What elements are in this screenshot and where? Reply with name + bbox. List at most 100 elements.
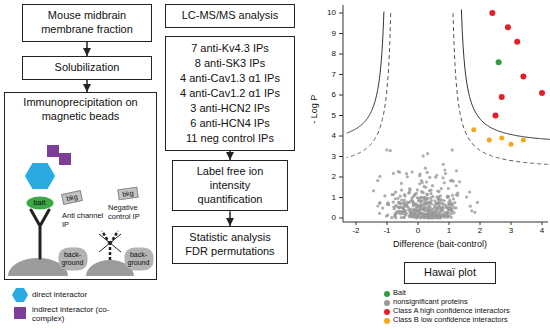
protein-point bbox=[443, 181, 446, 184]
protein-point bbox=[444, 206, 447, 209]
box-text: 11 neg control IPs bbox=[170, 131, 290, 146]
swatch-shape bbox=[384, 300, 390, 306]
bait-protein: bait bbox=[26, 196, 54, 210]
part-text: back-ground bbox=[58, 251, 88, 266]
protein-point bbox=[416, 210, 419, 213]
box-text: LC-MS/MS analysis bbox=[170, 9, 290, 23]
legend-swatch bbox=[14, 307, 26, 319]
part-text: bkg bbox=[121, 189, 133, 198]
protein-point bbox=[398, 210, 401, 213]
box-text: 4 anti-Cav1.2 α1 IPs bbox=[170, 86, 290, 101]
protein-point bbox=[420, 199, 423, 202]
tick-label: -2 bbox=[347, 226, 365, 235]
protein-point bbox=[441, 176, 444, 179]
hit-points bbox=[471, 10, 545, 147]
protein-point bbox=[420, 207, 423, 210]
protein-point bbox=[450, 216, 453, 219]
protein-point bbox=[399, 195, 402, 198]
protein-point bbox=[425, 180, 428, 183]
protein-point bbox=[447, 208, 450, 211]
axis-title: Difference (bait-control) bbox=[360, 239, 520, 249]
nonsignificant-points bbox=[372, 148, 479, 219]
protein-point bbox=[426, 202, 429, 205]
legend-text: Class A high confidence interactors bbox=[393, 307, 543, 316]
protein-point bbox=[407, 192, 410, 195]
flow-arrow bbox=[86, 80, 88, 92]
swatch-shape bbox=[384, 309, 390, 315]
box-text: Statistic analysis FDR permutations bbox=[177, 231, 283, 259]
protein-point bbox=[381, 206, 384, 209]
protein-point bbox=[465, 196, 468, 199]
protein-point bbox=[412, 203, 415, 206]
protein-point bbox=[416, 188, 419, 191]
protein-point bbox=[378, 201, 381, 204]
protein-point bbox=[420, 216, 423, 219]
legend-text: Class B low confidence interactors bbox=[393, 316, 543, 325]
fdr-threshold-curve bbox=[347, 12, 384, 133]
protein-point bbox=[401, 206, 404, 209]
protein-point bbox=[390, 193, 393, 196]
protein-point bbox=[505, 24, 511, 30]
swatch-shape bbox=[384, 291, 390, 297]
ip-list-box: 7 anti-Kv4.3 IPs8 anti-SK3 IPs4 anti-Cav… bbox=[165, 36, 295, 151]
protein-point bbox=[411, 212, 414, 215]
box-text: Immunoprecipitation on magnetic beads bbox=[19, 96, 142, 124]
protein-point bbox=[413, 194, 416, 197]
protein-point bbox=[422, 185, 425, 188]
axis-title: - Log P bbox=[309, 87, 319, 131]
protein-point bbox=[520, 74, 526, 80]
protein-point bbox=[416, 216, 419, 219]
protein-point bbox=[430, 209, 433, 212]
box-text: 7 anti-Kv4.3 IPs bbox=[170, 41, 290, 56]
protein-point bbox=[386, 202, 389, 205]
background-blob: back-ground bbox=[124, 247, 154, 271]
protein-point bbox=[473, 211, 476, 214]
protein-point bbox=[499, 94, 505, 100]
tick-label: 5 bbox=[322, 111, 336, 120]
protein-point bbox=[455, 169, 458, 172]
protein-point bbox=[405, 203, 408, 206]
protein-point bbox=[392, 172, 395, 175]
protein-point bbox=[433, 204, 436, 207]
protein-point bbox=[408, 215, 411, 218]
process-box: Statistic analysis FDR permutations bbox=[172, 226, 288, 264]
protein-point bbox=[440, 207, 443, 210]
protein-point bbox=[396, 197, 399, 200]
indirect-interactor bbox=[47, 145, 59, 157]
protein-point bbox=[442, 214, 445, 217]
part-label: Anti channel IP bbox=[62, 212, 106, 229]
protein-point bbox=[372, 189, 375, 192]
protein-point bbox=[425, 199, 428, 202]
protein-point bbox=[424, 167, 427, 170]
tick-label: 6 bbox=[322, 90, 336, 99]
protein-point bbox=[429, 215, 432, 218]
experiment-box: Immunoprecipitation on magnetic beads bai… bbox=[4, 92, 157, 280]
protein-point bbox=[403, 193, 406, 196]
swatch-shape bbox=[14, 307, 26, 319]
process-box: Label free ion intensity quantification bbox=[172, 160, 288, 211]
protein-point bbox=[514, 39, 520, 45]
protein-point bbox=[448, 199, 451, 202]
protein-point bbox=[435, 174, 438, 177]
tick-label: 3 bbox=[502, 226, 520, 235]
cross-mark bbox=[99, 234, 121, 252]
protein-point bbox=[450, 202, 453, 205]
protein-point bbox=[413, 208, 416, 211]
protein-point bbox=[403, 209, 406, 212]
protein-point bbox=[411, 170, 414, 173]
protein-point bbox=[443, 199, 446, 202]
protein-point bbox=[403, 210, 406, 213]
protein-point bbox=[400, 182, 403, 185]
legend-text: nonsignificant proteins bbox=[393, 298, 543, 307]
protein-point bbox=[471, 127, 476, 132]
tick-label: 2 bbox=[471, 226, 489, 235]
protein-point bbox=[378, 175, 381, 178]
protein-point bbox=[428, 189, 431, 192]
process-box: LC-MS/MS analysis bbox=[165, 4, 295, 28]
protein-point bbox=[451, 148, 454, 151]
protein-point bbox=[400, 216, 403, 219]
protein-point bbox=[489, 10, 495, 16]
protein-point bbox=[447, 187, 450, 190]
legend-text: indirect interactor (co-complex) bbox=[32, 305, 114, 323]
protein-point bbox=[476, 201, 479, 204]
